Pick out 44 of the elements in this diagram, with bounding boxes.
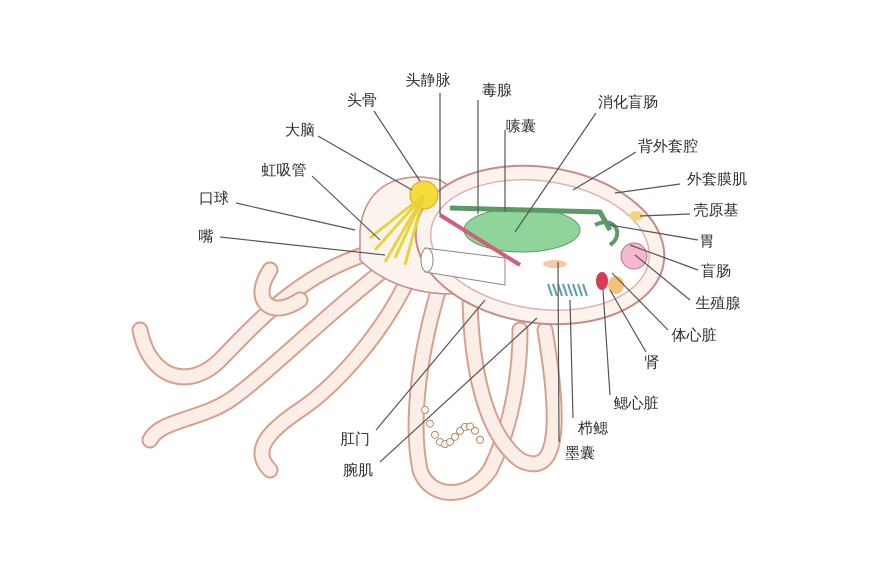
leader-line (557, 262, 560, 442)
part-label: 口球 (199, 190, 229, 206)
leader-line (380, 318, 538, 462)
part-label: 胃 (700, 232, 714, 250)
leader-line (640, 213, 690, 217)
part-label: 嗉囊 (506, 118, 536, 134)
part-label: 腕肌 (343, 462, 373, 478)
leader-line (376, 300, 486, 430)
part-label: 虹吸管 (262, 162, 306, 178)
leader-line (477, 100, 479, 214)
leader-line (634, 254, 690, 300)
part-label: 体心脏 (672, 326, 716, 344)
leader-line (569, 300, 574, 418)
part-label: 外套膜肌 (687, 170, 747, 188)
leader-line (504, 130, 506, 212)
leader-line (374, 110, 420, 182)
leader-line (610, 224, 698, 241)
leader-line (612, 272, 668, 330)
leader-line (318, 135, 412, 191)
part-label: 盲肠 (701, 262, 731, 280)
part-label: 大脑 (285, 122, 315, 138)
leader-line (614, 183, 680, 194)
leader-line (236, 202, 356, 231)
leader-line (514, 112, 596, 232)
part-label: 栉鳃 (578, 420, 608, 436)
part-label: 壳原基 (694, 202, 738, 218)
part-label: 肾 (644, 354, 660, 370)
part-label: 背外套腔 (638, 138, 698, 154)
leader-line (630, 244, 698, 271)
leader-line (439, 93, 441, 215)
part-label: 头骨 (347, 92, 377, 108)
part-label: 生殖腺 (696, 294, 740, 312)
leader-line (602, 290, 611, 396)
part-label: 墨囊 (565, 444, 595, 462)
part-label: 消化盲肠 (598, 94, 658, 110)
part-label: 毒腺 (482, 82, 512, 98)
leader-line (220, 236, 386, 256)
part-label: 鳃心脏 (614, 394, 658, 412)
part-label: 嘴 (198, 228, 214, 244)
leader-line (609, 290, 647, 352)
part-label: 头静脉 (406, 72, 450, 88)
leader-line (312, 176, 380, 240)
part-label: 肛门 (340, 430, 370, 448)
leader-line (572, 151, 636, 191)
